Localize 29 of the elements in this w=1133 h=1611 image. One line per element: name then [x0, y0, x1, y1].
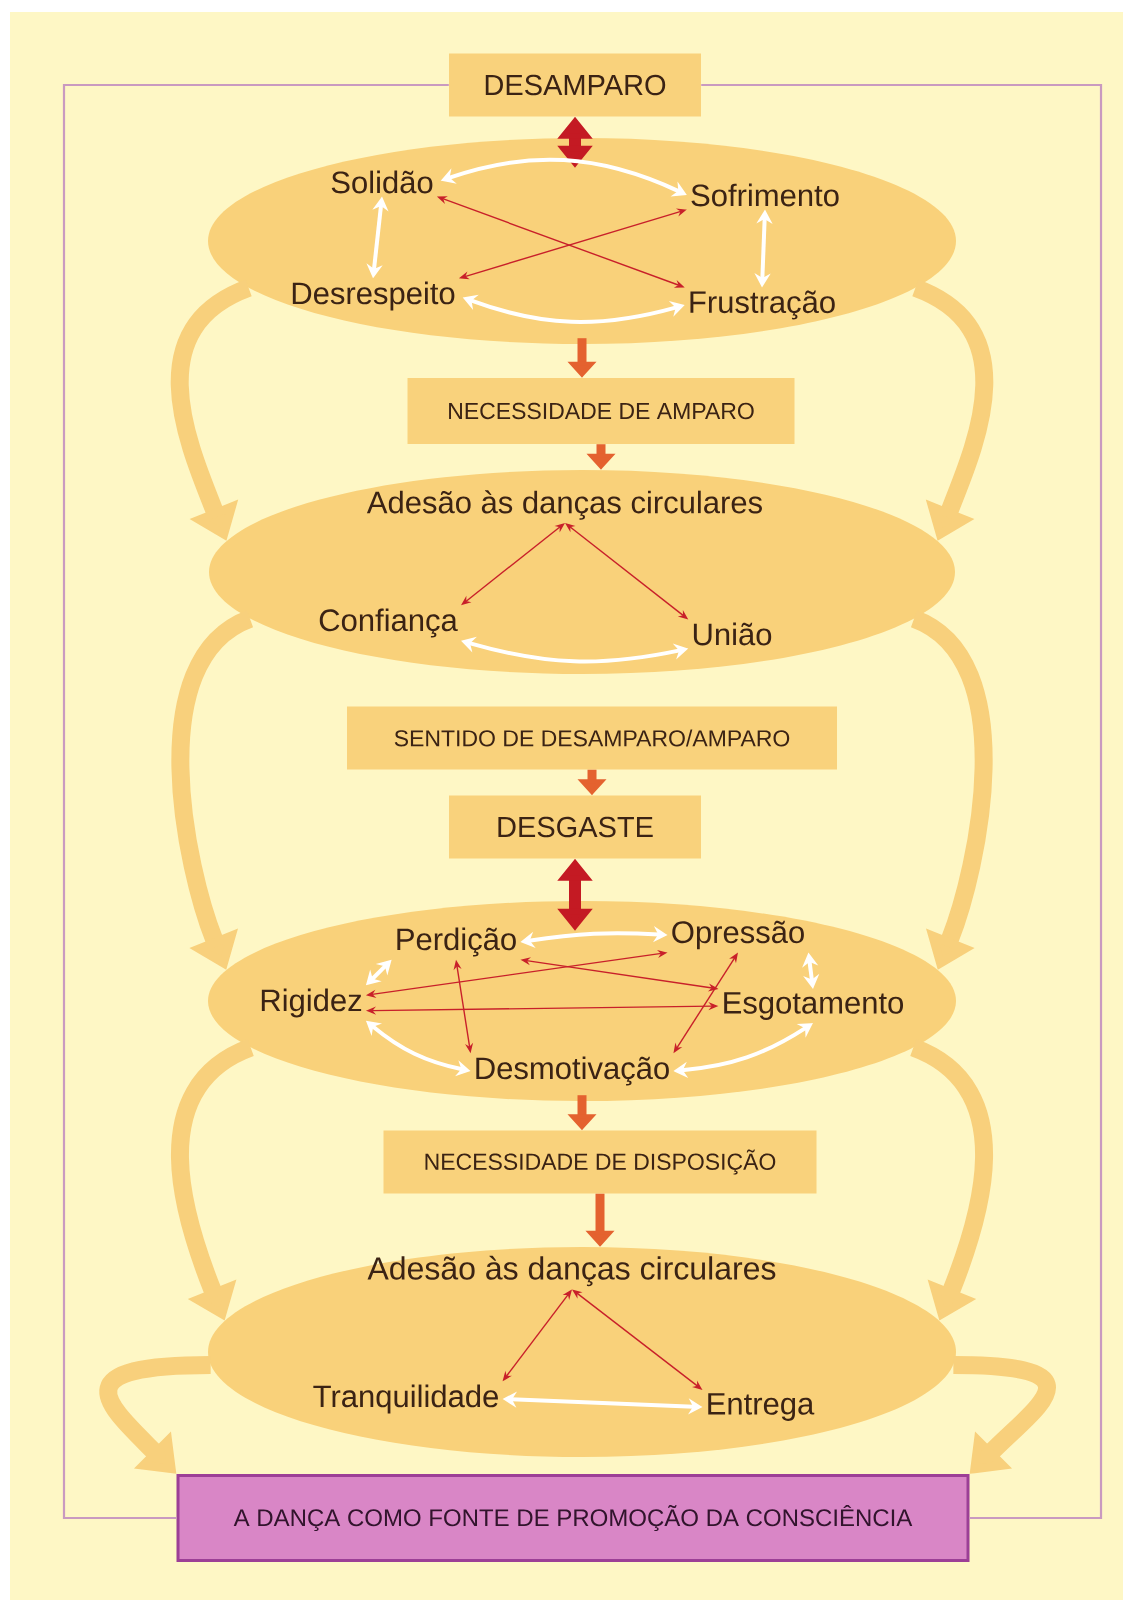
ellipse — [209, 470, 955, 674]
node-label: Solidão — [331, 170, 433, 194]
label-box: DESAMPARO — [449, 53, 701, 117]
node-label: Esgotamento — [724, 992, 903, 1020]
ellipse — [208, 901, 956, 1101]
banner-box: A DANÇA COMO FONTE DE PROMOÇÃO DA CONSCIÊNCIA — [176, 1474, 970, 1562]
node-label: União — [693, 622, 772, 646]
ellipse — [208, 1247, 956, 1457]
node-label: Sofrimento — [691, 183, 839, 207]
connector-line — [62, 83, 449, 1520]
connector-line — [701, 83, 1103, 1520]
label-box: DESGASTE — [449, 795, 701, 859]
node-label: Desmotivação — [476, 1056, 669, 1086]
curved-arrow — [953, 1356, 1056, 1474]
node-label: Adesão às danças circulares — [366, 490, 762, 520]
label-box: NECESSIDADE DE DISPOSIÇÃO — [383, 1130, 817, 1194]
node-label: Frustração — [690, 290, 835, 320]
node-label: Adesão às danças circulares — [367, 1255, 776, 1287]
node-label: Entrega — [708, 1393, 815, 1421]
node-label: Confiança — [319, 608, 458, 638]
node-label: Opressão — [672, 920, 804, 950]
ellipse — [208, 138, 956, 344]
node-label: Perdição — [397, 927, 516, 957]
node-label: Desrespeito — [292, 281, 455, 311]
curved-arrow — [99, 1356, 211, 1474]
label-box: NECESSIDADE DE AMPARO — [407, 378, 795, 444]
node-label: Rigidez — [261, 988, 362, 1018]
label-box: SENTIDO DE DESAMPARO/AMPARO — [347, 706, 837, 770]
node-label: Tranquilidade — [313, 1384, 498, 1414]
